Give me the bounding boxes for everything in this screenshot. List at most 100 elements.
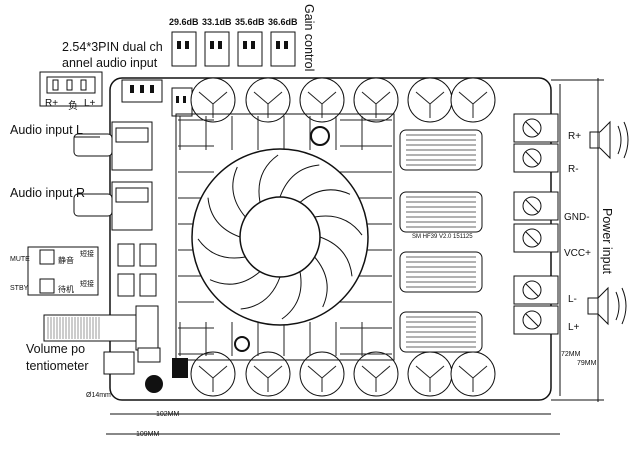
- mute-label: MUTE: [10, 256, 30, 263]
- fan-blade: [240, 276, 281, 310]
- mount-hole: [234, 336, 250, 352]
- sound-wave: [621, 287, 627, 325]
- fan-blade: [197, 238, 246, 259]
- fan-blade: [232, 166, 246, 218]
- sound-wave: [623, 121, 629, 159]
- speaker-cone: [599, 120, 611, 160]
- capacitor-mark: [307, 365, 337, 392]
- gain-dip-switch: [171, 31, 197, 67]
- input-pin: [52, 79, 59, 91]
- sound-wave: [617, 125, 622, 155]
- terminal-block: [513, 305, 559, 335]
- board-connector-pin: [130, 85, 134, 93]
- capacitor-bottom: [299, 351, 345, 397]
- audio-input-right-label: Audio input R: [10, 186, 86, 200]
- left-component: [117, 243, 135, 267]
- gain-setting-2: 33.1dB: [202, 17, 232, 27]
- terminal-slot: [525, 199, 539, 213]
- fan-blade: [258, 154, 279, 203]
- input-pin-ground: 负: [68, 101, 78, 112]
- gain-control-title: Gain control: [302, 4, 316, 72]
- capacitor-mark: [458, 91, 488, 118]
- terminal-slot: [525, 283, 539, 297]
- dim-outer-width: 109MM: [136, 431, 160, 438]
- rca-plug: [73, 133, 113, 157]
- volume-label-line1: Volume po: [26, 342, 86, 356]
- gain-setting-1: 29.6dB: [169, 17, 199, 27]
- fan-blade: [319, 236, 353, 277]
- buzzer: [145, 375, 163, 393]
- capacitor-mark: [458, 365, 488, 392]
- mute-short-label: 短接: [80, 251, 94, 258]
- terminal-slot: [525, 231, 539, 245]
- sound-wave: [615, 291, 620, 321]
- gain-dip-lever: [276, 41, 280, 49]
- audio-input-left-label: Audio input L: [10, 123, 83, 137]
- gain-dip-switch: [237, 31, 263, 67]
- fan-blade: [207, 197, 241, 238]
- rca-jack-inner: [115, 187, 149, 203]
- speaker-left-plus-label: L+: [568, 322, 580, 333]
- dim-inner-height: 72MM: [561, 351, 581, 358]
- small-chip: [137, 347, 161, 363]
- capacitor-bottom: [190, 351, 236, 397]
- chip-label: SM HF39 V2.0 151125: [412, 234, 473, 240]
- dim-inner-width: 102MM: [156, 411, 180, 418]
- speaker-right-plus-label: R+: [568, 131, 582, 142]
- input-pin: [80, 79, 87, 91]
- capacitor-bottom: [353, 351, 399, 397]
- left-component: [139, 273, 157, 297]
- capacitor-mark: [415, 91, 445, 118]
- capacitor-mark: [198, 91, 228, 118]
- left-component: [139, 243, 157, 267]
- gain-dip-switch: [204, 31, 230, 67]
- volume-diameter-label: Ø14mm: [86, 392, 111, 399]
- capacitor-top: [190, 77, 236, 123]
- capacitor-top: [299, 77, 345, 123]
- stby-cn-label: 待机: [58, 285, 74, 294]
- capacitor-mark: [415, 365, 445, 392]
- board-dip-switch: [171, 87, 193, 117]
- potentiometer-body: [135, 305, 159, 351]
- fan-hub: [239, 196, 321, 278]
- gain-dip-lever: [210, 41, 214, 49]
- input-pin-l-plus: L+: [84, 98, 96, 109]
- input-pin: [66, 79, 73, 91]
- mode-switch-pad: [39, 278, 55, 294]
- capacitor-mark: [361, 365, 391, 392]
- rca-plug: [73, 193, 113, 217]
- gain-dip-lever: [284, 41, 288, 49]
- rca-jack-inner: [115, 127, 149, 143]
- mute-cn-label: 静音: [58, 256, 74, 265]
- stby-label: STBY: [10, 285, 29, 292]
- gain-dip-lever: [251, 41, 255, 49]
- terminal-slot: [525, 313, 539, 327]
- capacitor-bottom: [245, 351, 291, 397]
- mode-switch-pad: [39, 249, 55, 265]
- fan-blade: [209, 271, 261, 285]
- terminal-slot: [525, 151, 539, 165]
- small-connector: [103, 351, 135, 375]
- fan-blade: [314, 215, 363, 236]
- volume-label-line2: tentiometer: [26, 359, 89, 373]
- gain-dip-lever: [185, 41, 189, 49]
- capacitor-mark: [253, 365, 283, 392]
- capacitor-mark: [361, 91, 391, 118]
- power-input-title: Power input: [600, 208, 614, 275]
- gain-dip-lever: [218, 41, 222, 49]
- speaker-cone: [597, 286, 609, 326]
- board-connector-pin: [140, 85, 144, 93]
- input-header-label-line2: annel audio input: [62, 56, 158, 70]
- input-header-label-line1: 2.54*3PIN dual ch: [62, 40, 163, 54]
- board-dip-lever: [183, 96, 186, 103]
- gain-setting-4: 36.6dB: [268, 17, 298, 27]
- fan-blade: [314, 256, 328, 308]
- capacitor-mark: [253, 91, 283, 118]
- capacitor-top: [450, 77, 496, 123]
- power-gnd-label: GND-: [564, 212, 590, 223]
- speaker-left-minus-label: L-: [568, 294, 577, 305]
- dim-outer-height: 79MM: [577, 360, 597, 367]
- gain-dip-switch: [270, 31, 296, 67]
